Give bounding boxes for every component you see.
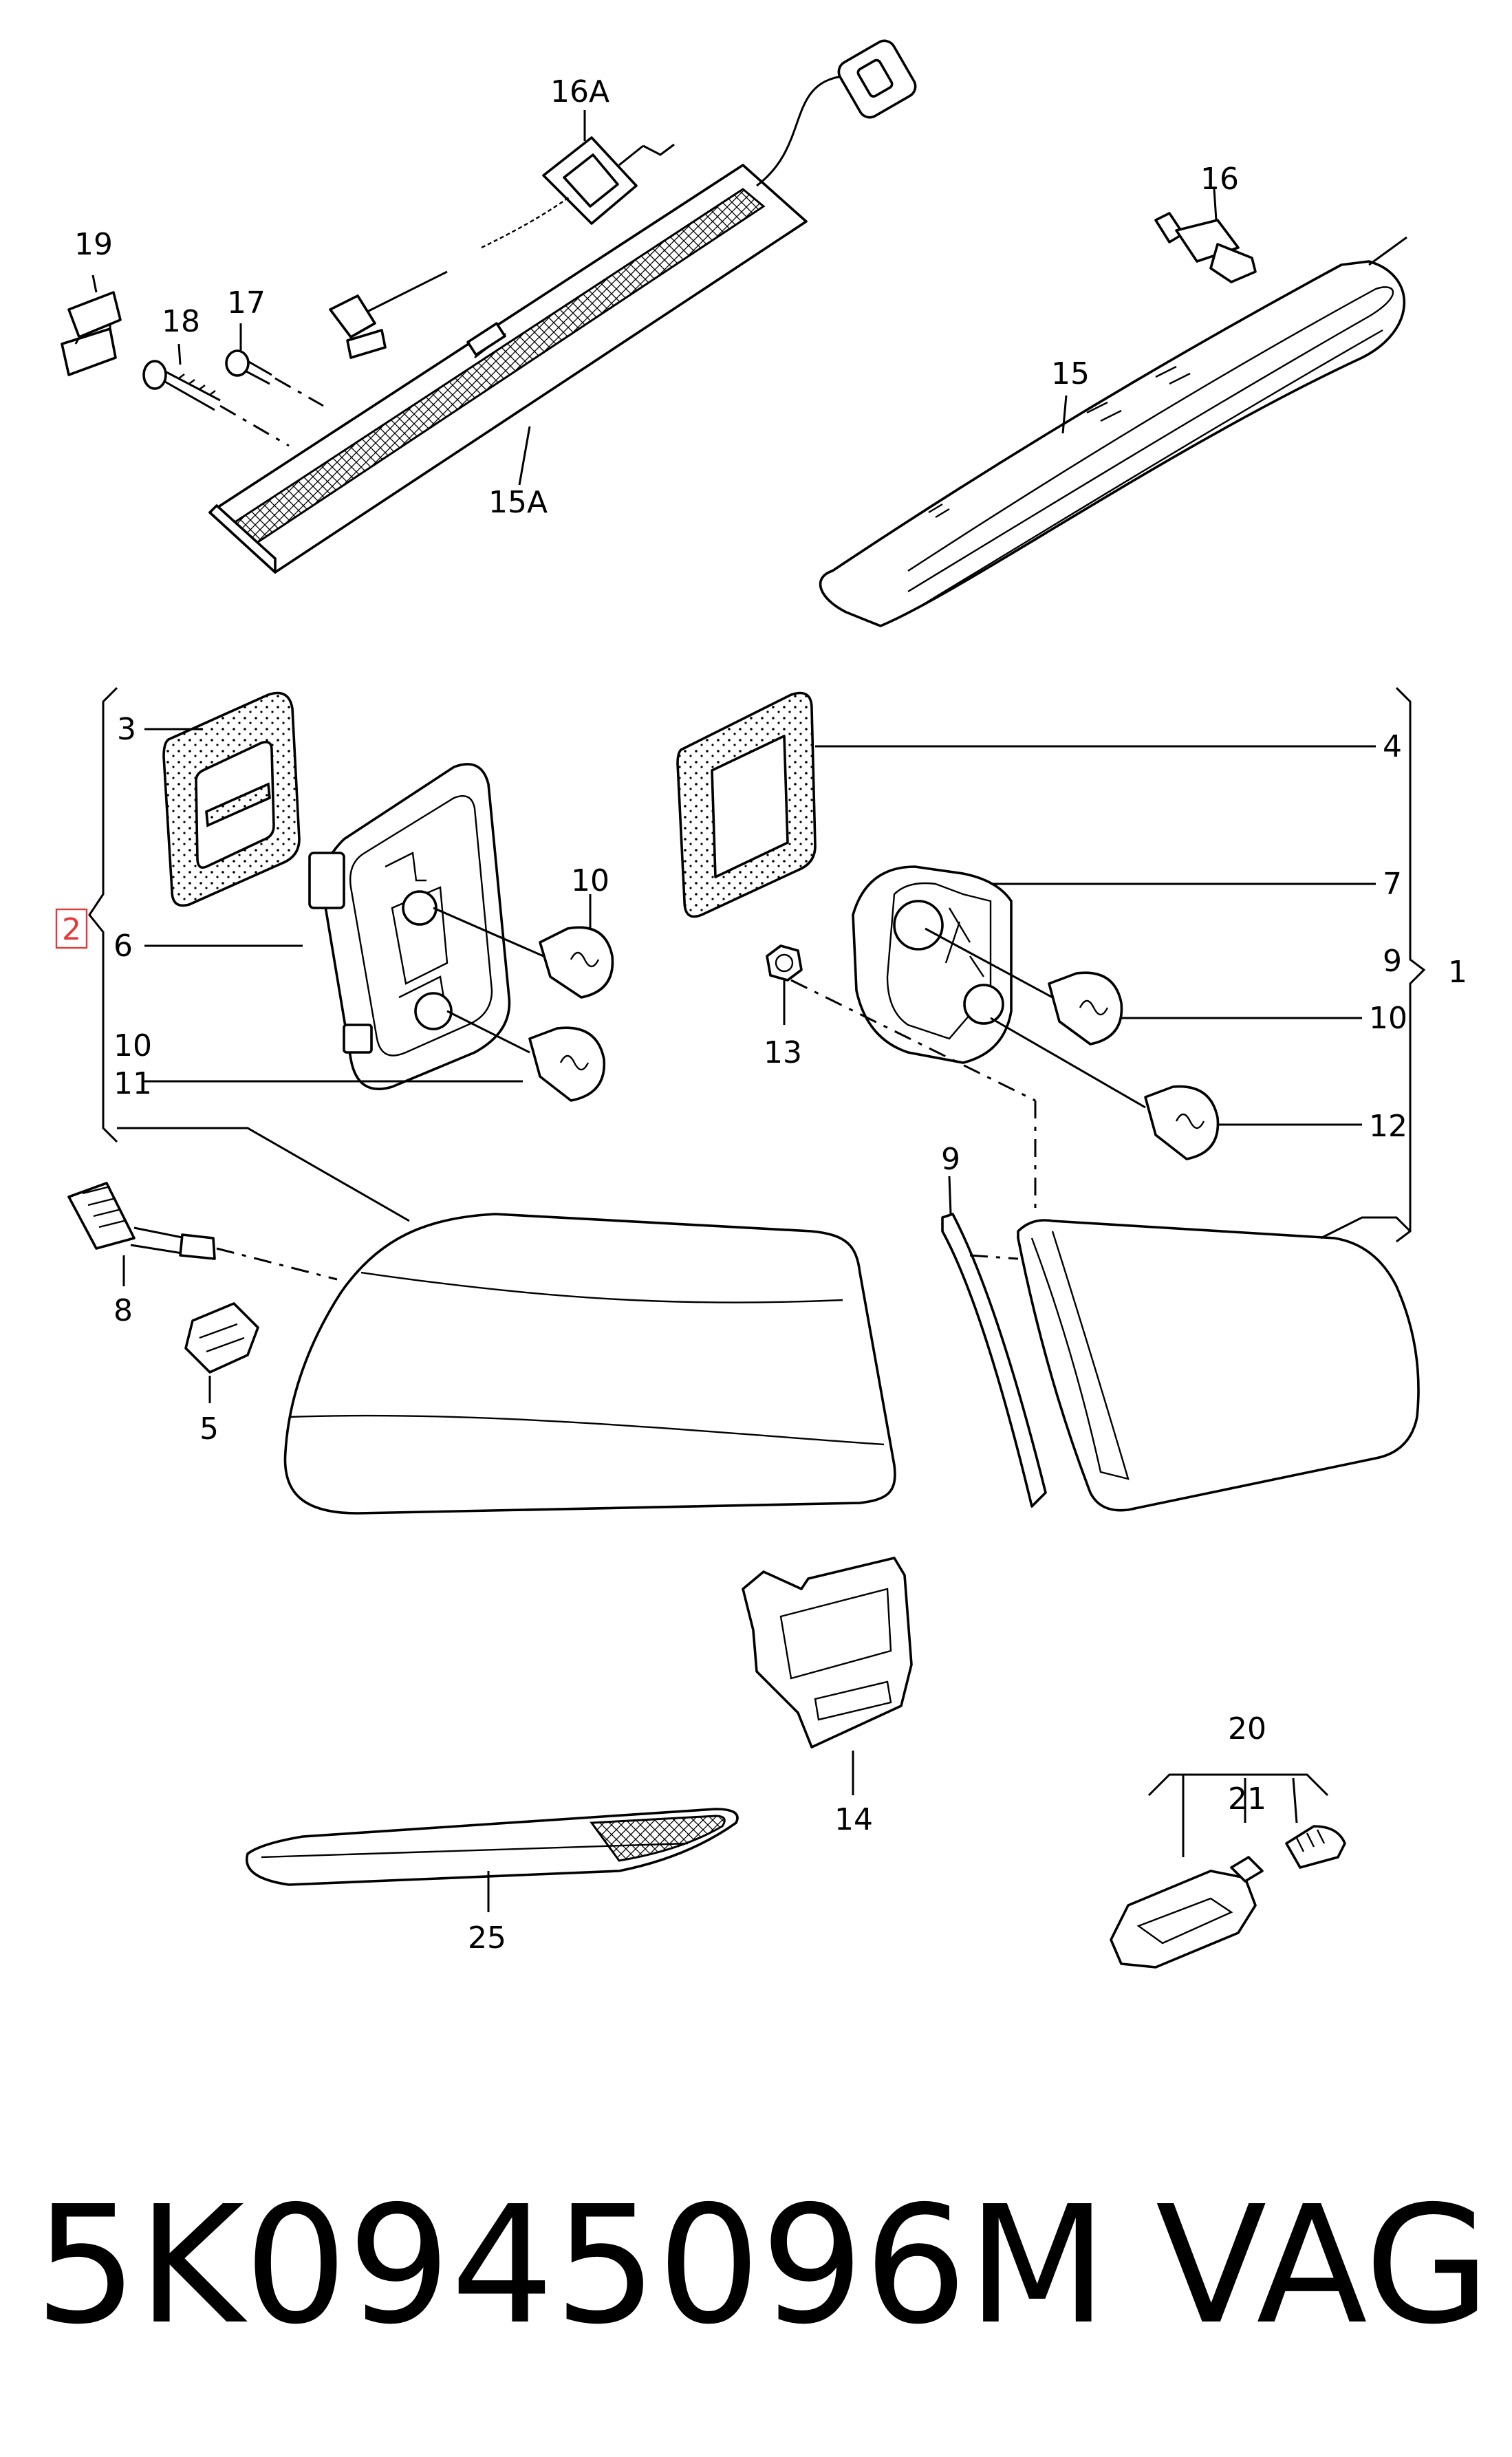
brake-light-15a [208, 164, 808, 574]
callout-8: 8 [114, 1293, 133, 1328]
callout-10-c: 10 [1369, 1001, 1407, 1036]
callout-20: 20 [1228, 1711, 1266, 1746]
callout-15a: 15A [488, 485, 548, 520]
bulb-10-right [925, 927, 1362, 1046]
nut-13 [766, 944, 1037, 1211]
callout-16a: 16A [550, 74, 609, 109]
bulb-carrier-6 [144, 763, 511, 1090]
socket-8 [67, 1182, 338, 1286]
screw-17 [225, 323, 324, 407]
callout-2: 2 [62, 912, 81, 947]
callout-9-a: 9 [1383, 944, 1402, 979]
callout-17: 17 [227, 285, 266, 321]
callout-19: 19 [74, 227, 113, 262]
seal-9 [941, 1176, 1047, 1508]
gasket-4 [676, 691, 1376, 918]
callout-7: 7 [1383, 867, 1402, 902]
cable-16a [756, 39, 917, 187]
callout-9-b: 9 [941, 1142, 960, 1177]
reflector-25 [246, 1808, 739, 1912]
callout-11: 11 [114, 1066, 152, 1101]
callout-6: 6 [114, 929, 133, 964]
licence-light-20 [1110, 1773, 1346, 1969]
callout-2-highlight: 2 [55, 908, 88, 949]
callout-1: 1 [1448, 955, 1467, 990]
callout-12: 12 [1369, 1109, 1407, 1144]
brand-name: VAG [1156, 2171, 1491, 2360]
wire-harness-spring [329, 195, 572, 359]
callout-14: 14 [834, 1802, 873, 1837]
callout-25: 25 [468, 1920, 506, 1956]
callout-13: 13 [764, 1035, 802, 1070]
callout-4: 4 [1383, 729, 1402, 764]
bulb-11 [144, 1010, 606, 1102]
grommet-16a [542, 136, 675, 225]
callout-5: 5 [199, 1411, 219, 1447]
clip-19 [61, 274, 122, 376]
bulb-10-left [433, 894, 614, 999]
bracket-14 [742, 1557, 913, 1795]
tail-lamp-right [1017, 1216, 1420, 1512]
brake-light-15 [819, 236, 1407, 627]
gasket-3 [144, 691, 301, 907]
callout-21: 21 [1228, 1782, 1266, 1817]
callout-labels: 16A 19 18 17 15A 16 15 3 4 10 7 2 6 9 1 … [55, 74, 1467, 1956]
bulb-carrier-7 [852, 865, 1376, 1064]
bulb-holder-16 [1154, 188, 1257, 283]
tail-lamp-left [117, 1127, 896, 1515]
callout-10-b: 10 [114, 1028, 152, 1063]
bulb-12 [990, 1017, 1362, 1160]
callout-18: 18 [162, 304, 200, 339]
callout-16: 16 [1200, 162, 1239, 197]
clip-5 [184, 1302, 259, 1403]
callout-10-a: 10 [571, 863, 609, 898]
part-number: 5K0945096M [34, 2171, 1108, 2360]
callout-3: 3 [117, 712, 136, 747]
callout-15: 15 [1051, 356, 1090, 391]
bolt-18 [142, 343, 290, 447]
